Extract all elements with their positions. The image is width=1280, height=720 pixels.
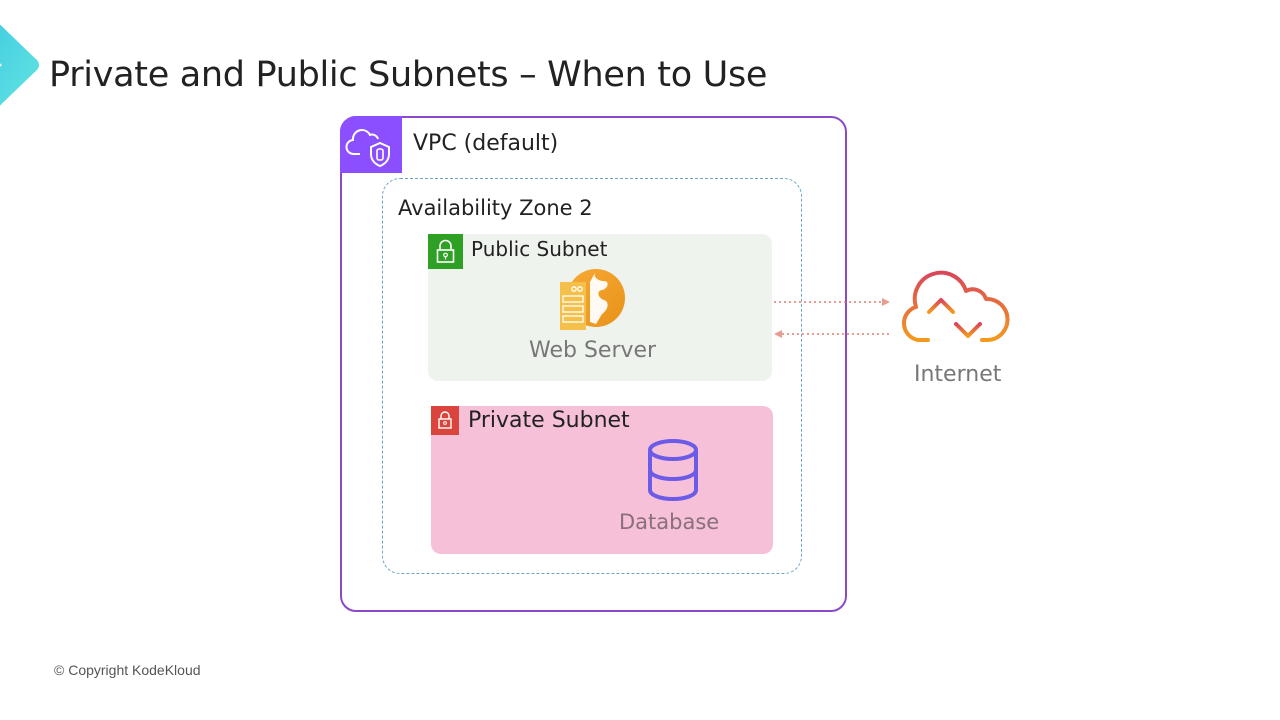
copyright-text: © Copyright KodeKloud (54, 662, 201, 678)
availability-zone-container (382, 178, 802, 574)
availability-zone-label: Availability Zone 2 (398, 196, 593, 220)
internet-label: Internet (914, 362, 1002, 387)
vpc-container (340, 116, 847, 612)
vpc-icon-badge (340, 116, 402, 173)
public-subnet-badge (428, 234, 463, 269)
lock-icon (438, 411, 452, 429)
cloud-upload-download-icon (901, 270, 1010, 342)
web-server-label: Web Server (529, 338, 657, 363)
arrow-head-right (882, 298, 890, 306)
private-subnet-badge (431, 406, 459, 435)
database-icon (648, 439, 698, 502)
vpc-cloud-shield-icon (345, 129, 390, 168)
vpc-label: VPC (default) (413, 131, 559, 156)
public-subnet-label: Public Subnet (471, 237, 608, 261)
private-subnet-container (431, 406, 773, 554)
lock-icon (436, 239, 455, 263)
slide-title: Private and Public Subnets – When to Use (49, 55, 768, 95)
arrow-head-left (774, 330, 782, 338)
connection-arrows (774, 298, 891, 338)
private-subnet-label: Private Subnet (468, 408, 630, 433)
database-label: Database (619, 510, 720, 534)
web-server-globe-icon (560, 269, 625, 330)
kodekloud-logo-icon (0, 24, 39, 106)
